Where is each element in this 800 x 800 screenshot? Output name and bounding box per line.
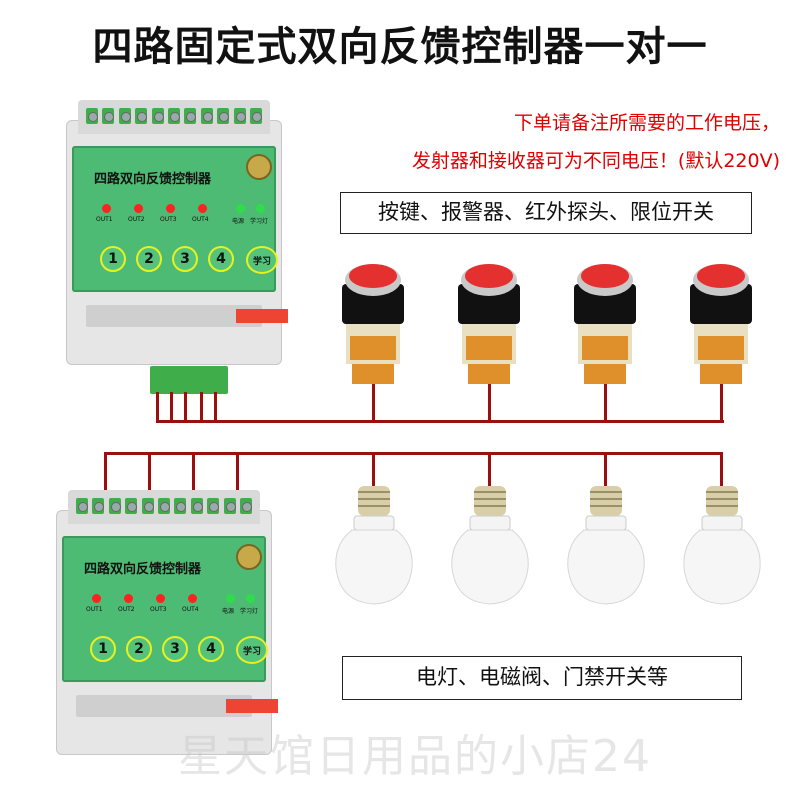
led-out1-icon: [92, 594, 101, 603]
input-terminal-block: [150, 366, 228, 394]
input-devices-label: 按键、报警器、红外探头、限位开关: [340, 192, 752, 234]
led-out3-icon: [156, 594, 165, 603]
wire: [192, 452, 195, 508]
led-out4-icon: [188, 594, 197, 603]
learn-button[interactable]: 学习: [236, 636, 268, 664]
watermark: 星天馆日用品的小店24: [178, 731, 652, 782]
button-row: 1 2 3 4 学习: [84, 636, 268, 664]
voltage-note-line2: 发射器和接收器可为不同电压！(默认220V): [411, 150, 780, 172]
channel-4-button[interactable]: 4: [208, 246, 234, 272]
led-label: OUT1: [86, 606, 103, 613]
light-bulb-icon: [451, 486, 529, 605]
led-out1-icon: [102, 204, 111, 213]
receiver-controller: 四路双向反馈控制器 OUT1 OUT2 OUT3 OUT4 电源 学习灯 1 2…: [52, 490, 278, 756]
led-row: OUT1 OUT2 OUT3 OUT4 电源 学习灯: [94, 204, 269, 230]
antenna-icon: [246, 154, 272, 180]
channel-1-button[interactable]: 1: [100, 246, 126, 272]
wire: [720, 384, 723, 422]
wire: [236, 452, 239, 508]
terminal-screws: [86, 108, 262, 126]
led-label: OUT4: [182, 606, 199, 613]
page-title: 四路固定式双向反馈控制器一对一: [92, 24, 708, 70]
learn-button[interactable]: 学习: [246, 246, 278, 274]
led-label: OUT3: [160, 216, 177, 223]
led-power-icon: [226, 594, 235, 603]
wire: [720, 452, 723, 488]
button-row: 1 2 3 4 学习: [94, 246, 278, 274]
light-bulb-icon: [567, 486, 645, 605]
led-out2-icon: [134, 204, 143, 213]
led-out4-icon: [198, 204, 207, 213]
wire: [214, 392, 217, 422]
terminal-screws: [76, 498, 252, 516]
antenna-icon: [236, 544, 262, 570]
wire: [148, 452, 151, 508]
led-label: 学习灯: [250, 218, 269, 225]
wire: [200, 392, 203, 422]
channel-1-button[interactable]: 1: [90, 636, 116, 662]
controller-panel: 四路双向反馈控制器 OUT1 OUT2 OUT3 OUT4 电源 学习灯 1 2…: [62, 536, 268, 682]
channel-4-button[interactable]: 4: [198, 636, 224, 662]
led-out2-icon: [124, 594, 133, 603]
led-label: OUT2: [118, 606, 135, 613]
led-row: OUT1 OUT2 OUT3 OUT4 电源 学习灯: [84, 594, 259, 620]
led-learn-icon: [246, 594, 255, 603]
wire: [104, 452, 722, 455]
wire: [604, 452, 607, 488]
channel-3-button[interactable]: 3: [162, 636, 188, 662]
wire: [170, 392, 173, 422]
led-label: OUT1: [96, 216, 113, 223]
voltage-note-line1: 下单请备注所需要的工作电压，: [513, 112, 780, 134]
wire: [372, 452, 375, 488]
wire: [488, 452, 491, 488]
transmitter-controller: 四路双向反馈控制器 OUT1 OUT2 OUT3 OUT4 电源 学习灯 1 2…: [62, 100, 288, 366]
wire: [488, 384, 491, 422]
led-power-icon: [236, 204, 245, 213]
dip-switch-icon: [226, 699, 278, 713]
controller-name: 四路双向反馈控制器: [94, 172, 212, 187]
channel-2-button[interactable]: 2: [136, 246, 162, 272]
led-learn-icon: [256, 204, 265, 213]
wire: [104, 452, 107, 508]
channel-3-button[interactable]: 3: [172, 246, 198, 272]
wire: [156, 420, 724, 423]
push-button-icon: [458, 264, 520, 384]
channel-2-button[interactable]: 2: [126, 636, 152, 662]
controller-name: 四路双向反馈控制器: [84, 562, 202, 577]
light-bulb-icon: [683, 486, 761, 605]
push-button-icon: [690, 264, 752, 384]
bottom-terminal: [86, 305, 288, 327]
wire: [184, 392, 187, 422]
led-out3-icon: [166, 204, 175, 213]
light-bulb-icon: [335, 486, 413, 605]
controller-panel: 四路双向反馈控制器 OUT1 OUT2 OUT3 OUT4 电源 学习灯 1 2…: [72, 146, 278, 292]
led-label: OUT3: [150, 606, 167, 613]
led-label: 学习灯: [240, 608, 259, 615]
led-label: OUT2: [128, 216, 145, 223]
push-button-icon: [574, 264, 636, 384]
wire: [604, 384, 607, 422]
wire: [156, 392, 159, 422]
led-label: OUT4: [192, 216, 209, 223]
led-label: 电源: [232, 218, 245, 225]
output-devices-label: 电灯、电磁阀、门禁开关等: [342, 656, 742, 700]
push-button-icon: [342, 264, 404, 384]
dip-switch-icon: [236, 309, 288, 323]
led-label: 电源: [222, 608, 235, 615]
bottom-terminal: [76, 695, 278, 717]
wire: [372, 384, 375, 422]
